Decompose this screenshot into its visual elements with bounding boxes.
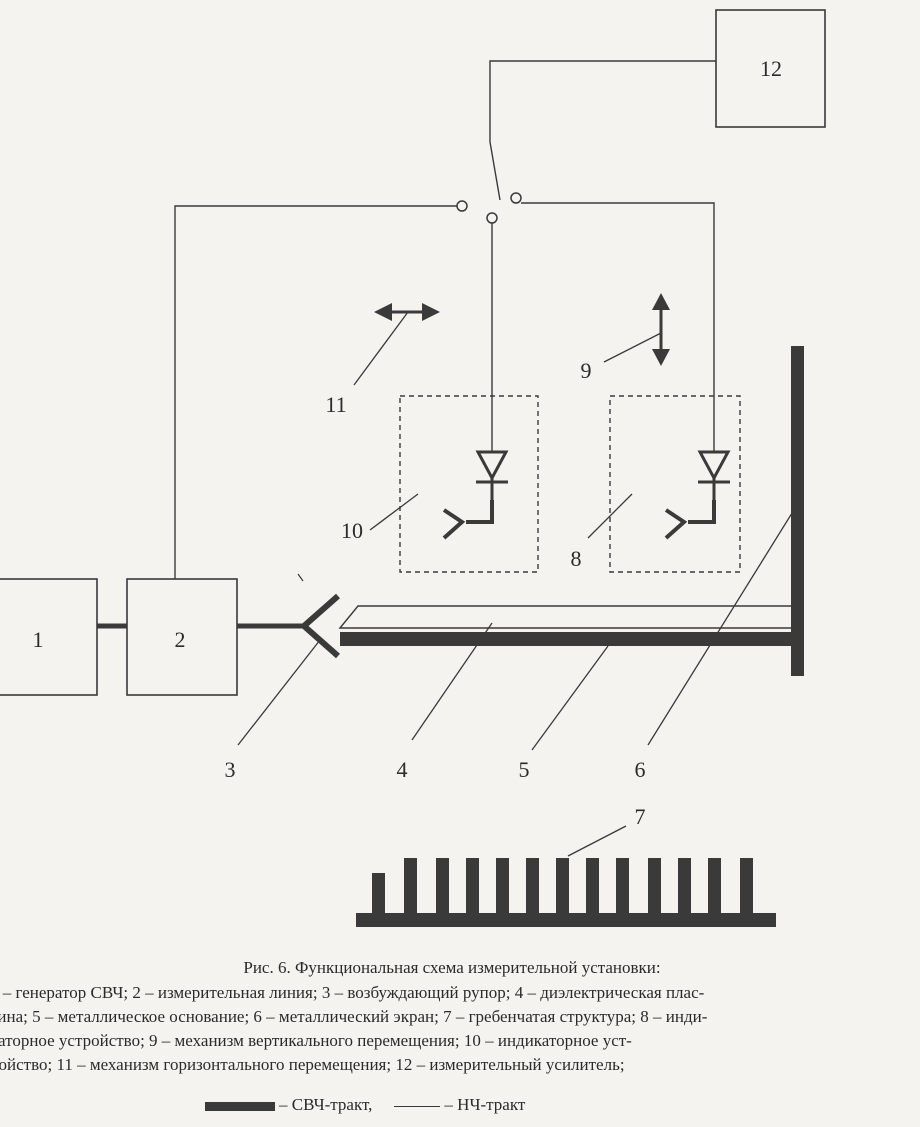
figure-caption-body: 1 – генератор СВЧ; 2 – измерительная лин… <box>0 981 920 1077</box>
caption-line-3: каторное устройство; 9 – механизм вертик… <box>0 1031 632 1050</box>
label-9: 9 <box>581 358 592 383</box>
leader-3 <box>237 639 321 746</box>
legend: – СВЧ-тракт, – НЧ-тракт <box>205 1095 525 1115</box>
leader-9 <box>603 332 662 363</box>
switch-contact-middle <box>486 212 498 224</box>
wire-switch-to-detector-8 <box>521 202 715 452</box>
label-5: 5 <box>519 757 530 782</box>
legend-thin-line-swatch <box>394 1105 441 1107</box>
caption-line-1: 1 – генератор СВЧ; 2 – измерительная лин… <box>0 983 705 1002</box>
metal-base-5 <box>340 632 800 646</box>
wire-switch-to-block-2 <box>174 205 457 579</box>
indicator-device-10 <box>399 395 539 573</box>
switch-contact-left <box>456 200 468 212</box>
excitation-horn-3 <box>299 593 340 659</box>
caption-line-4: ройство; 11 – механизм горизонтального п… <box>0 1055 625 1074</box>
block-1-label: 1 <box>33 627 44 652</box>
label-3: 3 <box>225 757 236 782</box>
leader-10 <box>369 493 419 531</box>
wire-12-to-switch <box>489 60 716 201</box>
detector-diode-8-icon <box>664 450 731 540</box>
legend-thick-line-swatch <box>205 1101 275 1111</box>
label-10: 10 <box>341 518 363 543</box>
figure-caption-title: Рис. 6. Функциональная схема измерительн… <box>243 958 661 977</box>
block-12-amplifier <box>715 9 826 128</box>
block-12-label: 12 <box>760 56 782 81</box>
label-6: 6 <box>635 757 646 782</box>
block-2-label: 2 <box>175 627 186 652</box>
caption-line-2: тина; 5 – металлическое основание; 6 – м… <box>0 1007 708 1026</box>
detector-diode-10-icon <box>442 450 509 540</box>
leader-6 <box>647 504 798 746</box>
label-8: 8 <box>571 546 582 571</box>
block-1-generator <box>0 578 98 696</box>
leader-8 <box>587 493 633 539</box>
vertical-move-arrow-icon <box>652 293 670 366</box>
switch-contact-right <box>510 192 522 204</box>
label-11: 11 <box>325 392 346 417</box>
dielectric-plate-4 <box>338 605 793 629</box>
legend-lowfreq: – НЧ-тракт <box>444 1095 526 1114</box>
horizontal-move-arrow-icon <box>374 303 440 321</box>
label-7: 7 <box>635 804 646 829</box>
leader-5 <box>531 645 609 751</box>
leader-7 <box>567 825 627 857</box>
legend-microwave: – СВЧ-тракт, <box>279 1095 373 1114</box>
block-2-measuring-line <box>126 578 238 696</box>
metal-screen-6 <box>791 346 804 676</box>
label-4: 4 <box>397 757 408 782</box>
comb-structure-7 <box>356 858 776 927</box>
horn-tick <box>297 573 304 582</box>
indicator-device-8 <box>609 395 741 573</box>
leader-11 <box>353 311 409 386</box>
